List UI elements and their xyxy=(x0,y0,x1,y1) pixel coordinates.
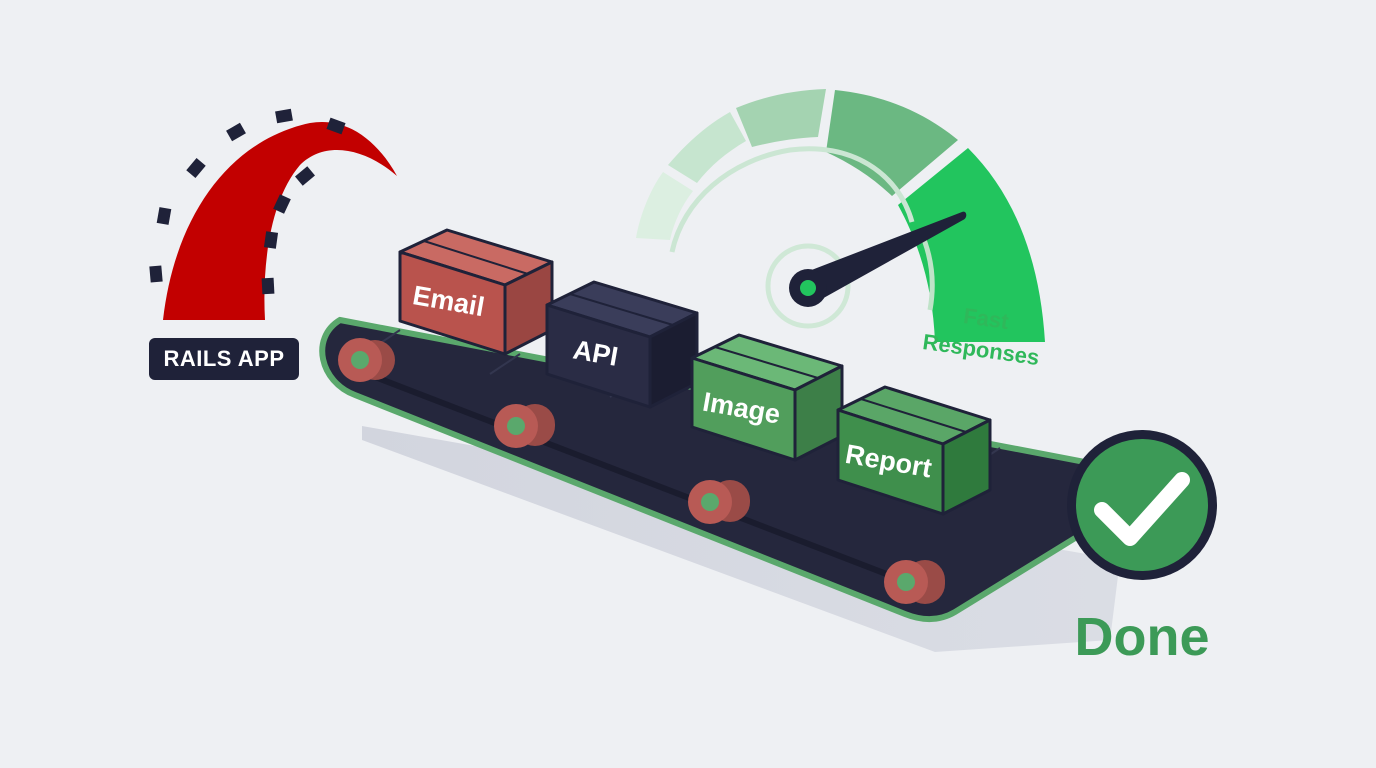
job-box-report: Report xyxy=(836,385,992,516)
done-check-badge xyxy=(1067,430,1217,580)
gauge-segment-5 xyxy=(898,148,1045,342)
gauge-segment-4 xyxy=(826,90,958,196)
gauge-segment-2 xyxy=(668,112,746,183)
conveyor-roller-1 xyxy=(338,338,395,382)
conveyor-belt xyxy=(319,316,1120,652)
gauge-hub-ring xyxy=(765,243,851,329)
rails-arc-icon xyxy=(163,121,397,320)
job-box-email: Email xyxy=(398,228,554,356)
rails-app-label: RAILS APP xyxy=(149,338,299,380)
conveyor-roller-2 xyxy=(494,404,555,448)
job-box-api: API xyxy=(545,280,699,409)
gauge-needle-icon xyxy=(796,211,967,300)
conveyor-roller-4 xyxy=(884,560,945,604)
speed-gauge: Fast Responses xyxy=(636,89,1045,370)
gauge-segment-1 xyxy=(636,172,693,240)
rails-logo-icon xyxy=(149,108,397,320)
gauge-segment-3 xyxy=(736,89,826,147)
gauge-inner-arc xyxy=(669,146,915,253)
done-label: Done xyxy=(1074,607,1210,667)
checkmark-icon xyxy=(1094,472,1190,546)
job-box-image: Image xyxy=(690,333,844,462)
conveyor-roller-3 xyxy=(688,480,750,524)
